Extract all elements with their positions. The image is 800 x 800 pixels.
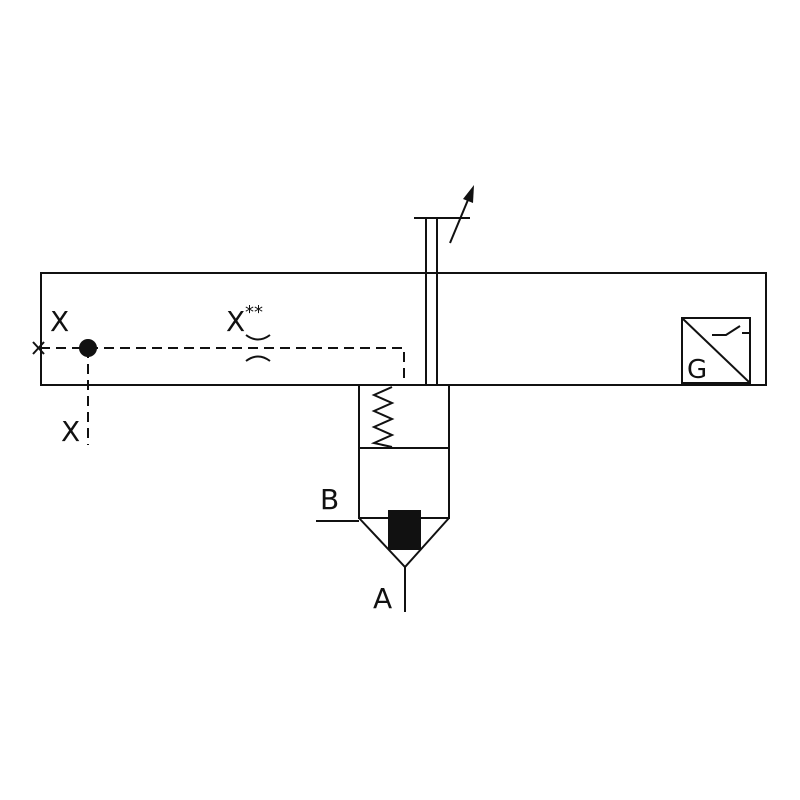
adjustment-stem: [414, 217, 470, 385]
spring-icon: [370, 386, 395, 448]
switch-icon: [712, 325, 741, 336]
orifice-icon: [245, 334, 271, 362]
plugged-port-cross-icon: [32, 341, 45, 355]
position-sensor: [681, 317, 751, 384]
poppet-block: [388, 510, 421, 550]
orifice-label: X: [226, 305, 245, 338]
pilot-line: [40, 347, 405, 445]
adjustable-arrow-icon: [449, 185, 474, 244]
port-x-bottom-label: X: [61, 415, 80, 448]
cartridge-valve: [316, 384, 450, 612]
port-x-left-label: X: [50, 305, 69, 338]
sensor-g-label: G: [687, 355, 707, 385]
orifice-note: **: [245, 302, 263, 323]
port-a-label: A: [373, 582, 392, 615]
junction-dot: [79, 339, 97, 357]
port-b-label: B: [320, 483, 339, 516]
